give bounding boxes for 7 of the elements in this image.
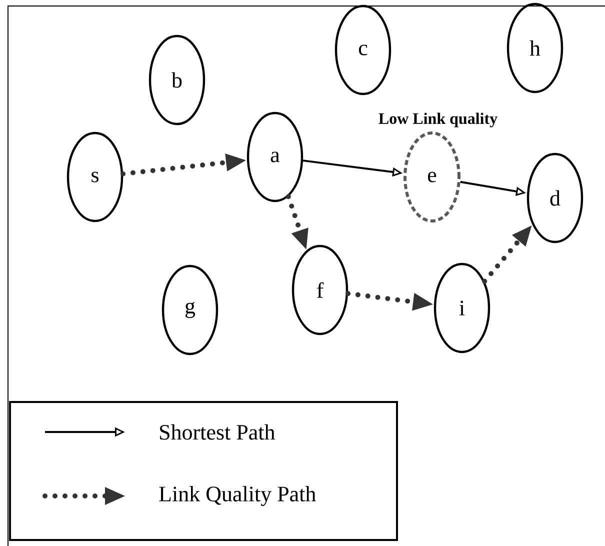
- arrow: [286, 194, 308, 250]
- node-caption: Low Link quality: [378, 112, 498, 128]
- legend-label: Shortest Path: [160, 424, 275, 440]
- arrow: [346, 291, 433, 311]
- legend-label: Link Quality Path: [159, 486, 316, 506]
- arrow: [120, 153, 246, 176]
- arrow: [482, 226, 532, 284]
